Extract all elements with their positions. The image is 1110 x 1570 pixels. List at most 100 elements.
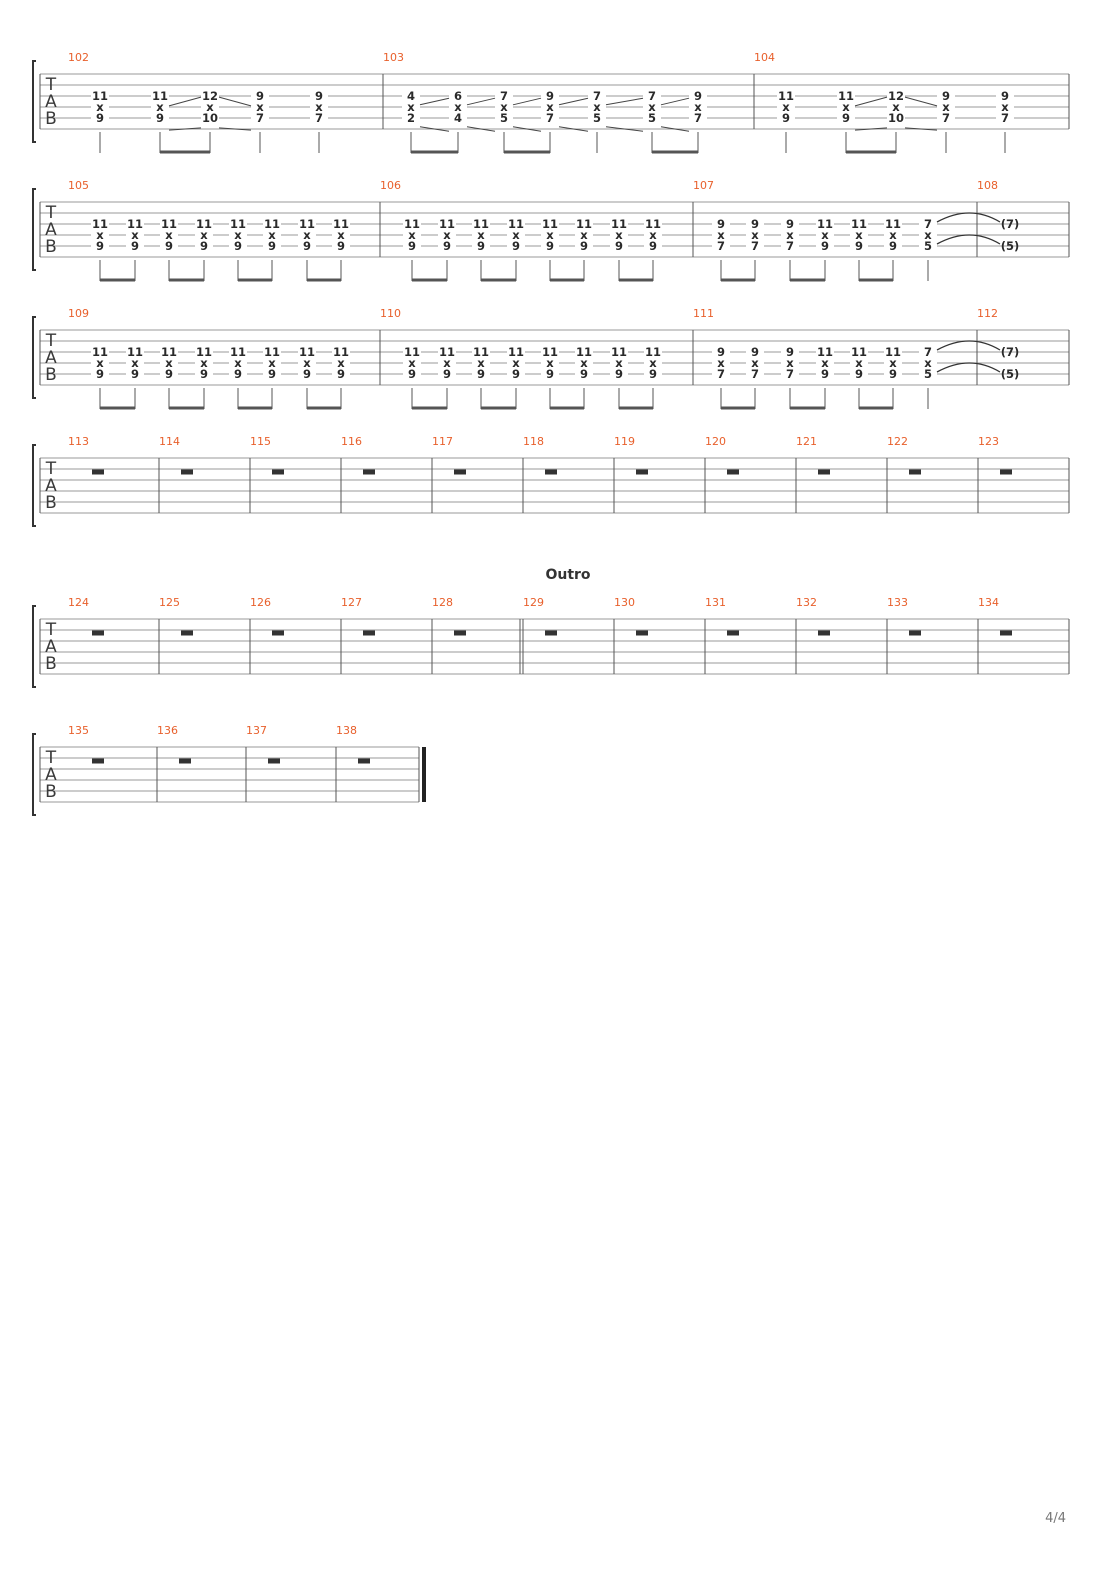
fret-number: 11 bbox=[838, 89, 854, 103]
fret-number: x bbox=[889, 228, 897, 242]
fret-number: 11 bbox=[508, 345, 524, 359]
fret-bg bbox=[91, 241, 109, 252]
fret-bg bbox=[472, 358, 490, 369]
measure-number: 138 bbox=[336, 724, 357, 737]
fret-number: x bbox=[315, 100, 323, 114]
measure-number: 122 bbox=[887, 435, 908, 448]
fret-bg bbox=[777, 113, 795, 124]
fret-bg bbox=[403, 369, 421, 380]
fret-number: 9 bbox=[315, 89, 323, 103]
measure-number: 107 bbox=[693, 179, 714, 192]
whole-rest bbox=[636, 469, 648, 475]
fret-bg bbox=[151, 91, 169, 102]
fret-bg bbox=[712, 230, 730, 241]
fret-number: 9 bbox=[268, 239, 276, 253]
fret-bg bbox=[298, 230, 316, 241]
fret-bg bbox=[850, 219, 868, 230]
fret-number: 9 bbox=[889, 239, 897, 253]
whole-rest bbox=[909, 630, 921, 636]
fret-bg bbox=[816, 369, 834, 380]
fret-number: x bbox=[924, 228, 932, 242]
fret-number: 9 bbox=[1001, 89, 1009, 103]
tab-letter-t: T bbox=[45, 748, 57, 768]
fret-bg bbox=[403, 219, 421, 230]
fret-number: 9 bbox=[512, 367, 520, 381]
slide-line bbox=[854, 96, 888, 107]
fret-bg bbox=[816, 358, 834, 369]
whole-rest bbox=[92, 758, 104, 764]
whole-rest bbox=[272, 469, 284, 475]
fret-bg bbox=[91, 347, 109, 358]
fret-number: 9 bbox=[855, 239, 863, 253]
fret-number: 9 bbox=[477, 367, 485, 381]
fret-bg bbox=[644, 230, 662, 241]
page-indicator: 4/4 bbox=[1045, 1511, 1066, 1526]
fret-bg bbox=[251, 113, 269, 124]
fret-number: 7 bbox=[924, 345, 932, 359]
fret-bg bbox=[588, 91, 606, 102]
fret-number: 7 bbox=[751, 239, 759, 253]
fret-bg bbox=[507, 347, 525, 358]
fret-number: 7 bbox=[786, 239, 794, 253]
fret-bg bbox=[201, 113, 219, 124]
fret-number: x bbox=[648, 100, 656, 114]
fret-bg bbox=[91, 230, 109, 241]
fret-bg bbox=[126, 230, 144, 241]
fret-number: 11 bbox=[645, 345, 661, 359]
fret-bg bbox=[575, 369, 593, 380]
whole-rest bbox=[92, 469, 104, 475]
slide-line bbox=[660, 126, 690, 132]
fret-bg bbox=[746, 219, 764, 230]
fret-bg bbox=[777, 91, 795, 102]
fret-number: 7 bbox=[717, 367, 725, 381]
fret-number: 11 bbox=[542, 217, 558, 231]
fret-bg bbox=[541, 91, 559, 102]
fret-bg bbox=[151, 102, 169, 113]
fret-bg bbox=[610, 369, 628, 380]
fret-bg bbox=[937, 113, 955, 124]
fret-bg bbox=[332, 347, 350, 358]
fret-number: 5 bbox=[500, 111, 508, 125]
fret-bg bbox=[712, 241, 730, 252]
fret-number: 11 bbox=[333, 345, 349, 359]
fret-bg bbox=[91, 358, 109, 369]
fret-number: 11 bbox=[885, 217, 901, 231]
fret-number: 11 bbox=[817, 345, 833, 359]
fret-number: 12 bbox=[888, 89, 904, 103]
tie-arc bbox=[936, 362, 1001, 373]
fret-number: x bbox=[942, 100, 950, 114]
fret-number: 11 bbox=[439, 217, 455, 231]
fret-number: x bbox=[1001, 100, 1009, 114]
fret-number: 11 bbox=[439, 345, 455, 359]
whole-rest bbox=[181, 630, 193, 636]
fret-bg bbox=[689, 102, 707, 113]
fret-bg bbox=[644, 347, 662, 358]
fret-bg bbox=[937, 91, 955, 102]
fret-number: x bbox=[200, 356, 208, 370]
fret-bg bbox=[160, 358, 178, 369]
fret-bg bbox=[402, 91, 420, 102]
fret-bg bbox=[91, 219, 109, 230]
fret-bg bbox=[643, 91, 661, 102]
fret-number: 9 bbox=[649, 367, 657, 381]
measure-number: 117 bbox=[432, 435, 453, 448]
fret-number: x bbox=[546, 100, 554, 114]
tied-fret: (5) bbox=[1001, 239, 1020, 253]
fret-number: 11 bbox=[473, 217, 489, 231]
measure-number: 104 bbox=[754, 51, 775, 64]
fret-bg bbox=[160, 241, 178, 252]
fret-bg bbox=[126, 241, 144, 252]
fret-number: 11 bbox=[264, 345, 280, 359]
fret-bg bbox=[91, 113, 109, 124]
fret-number: 11 bbox=[161, 345, 177, 359]
fret-bg bbox=[126, 347, 144, 358]
fret-bg bbox=[495, 113, 513, 124]
fret-bg bbox=[541, 369, 559, 380]
fret-number: 7 bbox=[1001, 111, 1009, 125]
fret-number: 2 bbox=[407, 111, 415, 125]
section-marker-outro: Outro bbox=[545, 567, 590, 583]
fret-bg bbox=[263, 219, 281, 230]
fret-number: x bbox=[408, 228, 416, 242]
